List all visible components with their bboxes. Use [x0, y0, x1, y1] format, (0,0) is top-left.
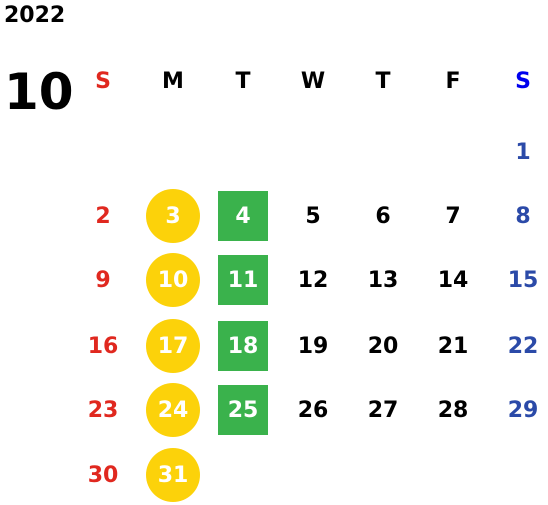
day-cell[interactable]: 11 [208, 250, 278, 310]
day-cell[interactable]: 2 [95, 203, 111, 229]
highlight-square: 25 [218, 385, 268, 435]
weekday-saturday: S [515, 68, 531, 94]
day-cell[interactable]: 14 [437, 267, 469, 293]
day-cell[interactable]: 8 [515, 203, 531, 229]
day-cell[interactable]: 6 [375, 203, 391, 229]
highlight-circle: 31 [146, 448, 200, 502]
day-cell[interactable]: 28 [437, 397, 469, 423]
day-cell[interactable]: 5 [305, 203, 321, 229]
weekday-wednesday: W [300, 68, 326, 94]
highlight-circle: 10 [146, 253, 200, 307]
day-cell[interactable]: 19 [297, 333, 329, 359]
day-cell[interactable]: 27 [367, 397, 399, 423]
day-cell[interactable]: 4 [208, 186, 278, 246]
weekday-thursday: T [375, 68, 391, 94]
day-cell[interactable]: 18 [208, 316, 278, 376]
highlight-square: 18 [218, 321, 268, 371]
weekday-monday: M [162, 68, 184, 94]
day-cell[interactable]: 24 [138, 380, 208, 440]
highlight-circle: 24 [146, 383, 200, 437]
day-cell[interactable]: 12 [297, 267, 329, 293]
highlight-square: 11 [218, 255, 268, 305]
year-label: 2022 [4, 3, 66, 28]
highlight-square: 4 [218, 191, 268, 241]
highlight-circle: 3 [146, 189, 200, 243]
day-cell[interactable]: 22 [507, 333, 539, 359]
weekday-friday: F [445, 68, 461, 94]
day-cell[interactable]: 13 [367, 267, 399, 293]
weekday-tuesday: T [235, 68, 251, 94]
day-cell[interactable]: 16 [87, 333, 119, 359]
day-cell[interactable]: 31 [138, 445, 208, 505]
day-cell[interactable]: 17 [138, 316, 208, 376]
highlight-circle: 17 [146, 319, 200, 373]
day-cell[interactable]: 10 [138, 250, 208, 310]
day-cell[interactable]: 1 [515, 139, 531, 165]
day-cell[interactable]: 7 [445, 203, 461, 229]
month-number: 10 [4, 63, 74, 121]
day-cell[interactable]: 29 [507, 397, 539, 423]
day-cell[interactable]: 25 [208, 380, 278, 440]
day-cell[interactable]: 9 [95, 267, 111, 293]
day-cell[interactable]: 15 [507, 267, 539, 293]
day-cell[interactable]: 23 [87, 397, 119, 423]
day-cell[interactable]: 20 [367, 333, 399, 359]
day-cell[interactable]: 30 [87, 462, 119, 488]
day-cell[interactable]: 3 [138, 186, 208, 246]
day-cell[interactable]: 21 [437, 333, 469, 359]
day-cell[interactable]: 26 [297, 397, 329, 423]
weekday-sunday: S [95, 68, 111, 94]
